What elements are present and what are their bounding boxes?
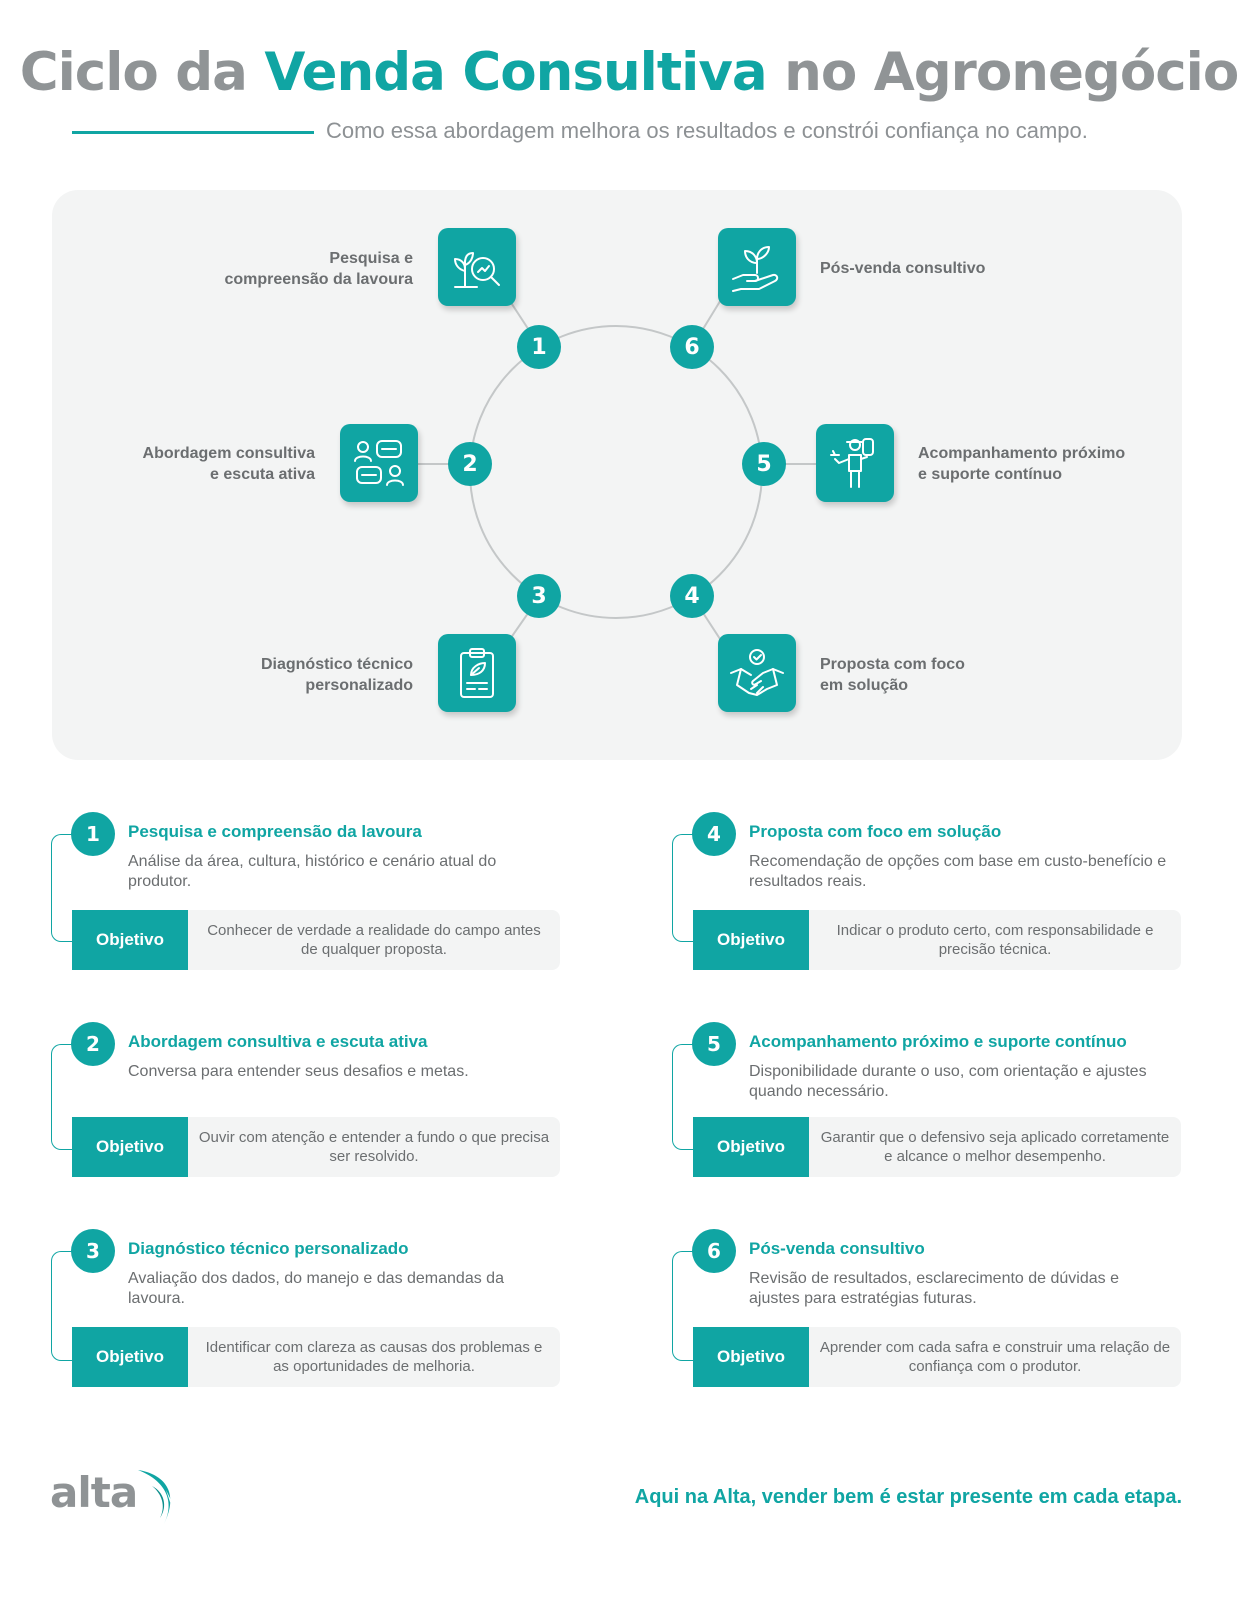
cycle-panel	[52, 190, 1182, 760]
detail-step-6: 6 Pós-venda consultivo Revisão de result…	[672, 1229, 1182, 1389]
objective-label: Objetivo	[693, 1117, 809, 1177]
step-title: Diagnóstico técnico personalizado	[128, 1239, 409, 1258]
page-subtitle: Como essa abordagem melhora os resultado…	[326, 118, 1088, 143]
objective-text: Conhecer de verdade a realidade do campo…	[207, 922, 541, 958]
step-description: Recomendação de opções com base em custo…	[749, 853, 1167, 890]
cycle-connectors	[416, 297, 816, 643]
cycle-step-5-number: 5	[742, 442, 786, 486]
logo-wordmark: alta	[50, 1468, 138, 1517]
hand-sprout-icon	[718, 228, 796, 306]
farmer-sprayer-icon	[816, 424, 894, 502]
detail-step-3: 3 Diagnóstico técnico personalizado Aval…	[51, 1229, 561, 1389]
step-description: Avaliação dos dados, do manejo e das dem…	[128, 1270, 504, 1307]
step-number: 2	[71, 1022, 115, 1066]
step-description: Análise da área, cultura, histórico e ce…	[128, 853, 497, 890]
subtitle-rule	[72, 131, 314, 134]
step-title: Proposta com foco em solução	[749, 822, 1002, 841]
objective-text: Identificar com clareza as causas dos pr…	[205, 1339, 543, 1375]
objective-text: Garantir que o defensivo seja aplicado c…	[820, 1129, 1170, 1165]
detail-step-5: 5 Acompanhamento próximo e suporte contí…	[672, 1022, 1182, 1182]
objective-box: Objetivo Conhecer de verdade a realidade…	[72, 910, 560, 970]
step-number: 6	[692, 1229, 736, 1273]
step-bracket	[51, 1044, 75, 1150]
footer-slogan: Aqui na Alta, vender bem é estar present…	[634, 1486, 1182, 1508]
cycle-step-4-number: 4	[670, 574, 714, 618]
objective-box: Objetivo Garantir que o defensivo seja a…	[693, 1117, 1181, 1177]
step-title: Pesquisa e compreensão da lavoura	[128, 822, 422, 841]
cycle-step-2-number: 2	[448, 442, 492, 486]
alta-logo: alta	[50, 1466, 190, 1530]
step-description: Disponibilidade durante o uso, com orien…	[749, 1063, 1147, 1100]
step-title: Pós-venda consultivo	[749, 1239, 925, 1258]
logo-sail-icon	[138, 1470, 174, 1524]
cycle-step-6-label: Pós-venda consultivo	[820, 260, 986, 277]
cycle-step-6-number: 6	[670, 325, 714, 369]
step-number: 5	[692, 1022, 736, 1066]
objective-text: Aprender com cada safra e construir uma …	[819, 1339, 1171, 1375]
objective-label: Objetivo	[72, 1117, 188, 1177]
objective-box: Objetivo Identificar com clareza as caus…	[72, 1327, 560, 1387]
objective-text: Indicar o produto certo, com responsabil…	[836, 922, 1154, 958]
objective-label: Objetivo	[72, 1327, 188, 1387]
objective-box: Objetivo Ouvir com atenção e entender a …	[72, 1117, 560, 1177]
objective-box: Objetivo Aprender com cada safra e const…	[693, 1327, 1181, 1387]
objective-label: Objetivo	[72, 910, 188, 970]
step-bracket	[51, 834, 75, 942]
plant-magnifier-icon	[438, 228, 516, 306]
step-bracket	[672, 834, 696, 942]
step-description: Conversa para entender seus desafios e m…	[128, 1063, 469, 1080]
cycle-step-1-number: 1	[517, 325, 561, 369]
page-title: Ciclo da Venda Consultiva no Agronegócio	[0, 42, 1258, 103]
step-bracket	[672, 1044, 696, 1150]
detail-step-2: 2 Abordagem consultiva e escuta ativa Co…	[51, 1022, 561, 1182]
step-number: 1	[71, 812, 115, 856]
objective-label: Objetivo	[693, 910, 809, 970]
cycle-step-3-number: 3	[517, 574, 561, 618]
step-bracket	[51, 1251, 75, 1361]
objective-box: Objetivo Indicar o produto certo, com re…	[693, 910, 1181, 970]
title-part-2: no Agronegócio	[766, 42, 1239, 103]
title-part-1: Ciclo da	[19, 42, 265, 103]
step-title: Abordagem consultiva e escuta ativa	[128, 1032, 428, 1051]
step-number: 4	[692, 812, 736, 856]
clipboard-leaf-icon	[438, 634, 516, 712]
conversation-icon	[340, 424, 418, 502]
detail-step-4: 4 Proposta com foco em solução Recomenda…	[672, 812, 1182, 972]
detail-step-1: 1 Pesquisa e compreensão da lavoura Anál…	[51, 812, 561, 972]
objective-label: Objetivo	[693, 1327, 809, 1387]
step-bracket	[672, 1251, 696, 1361]
step-title: Acompanhamento próximo e suporte contínu…	[749, 1032, 1127, 1051]
step-description: Revisão de resultados, esclarecimento de…	[749, 1270, 1119, 1307]
step-number: 3	[71, 1229, 115, 1273]
objective-text: Ouvir com atenção e entender a fundo o q…	[198, 1129, 550, 1165]
handshake-icon	[718, 634, 796, 712]
title-accent: Venda Consultiva	[264, 42, 767, 103]
